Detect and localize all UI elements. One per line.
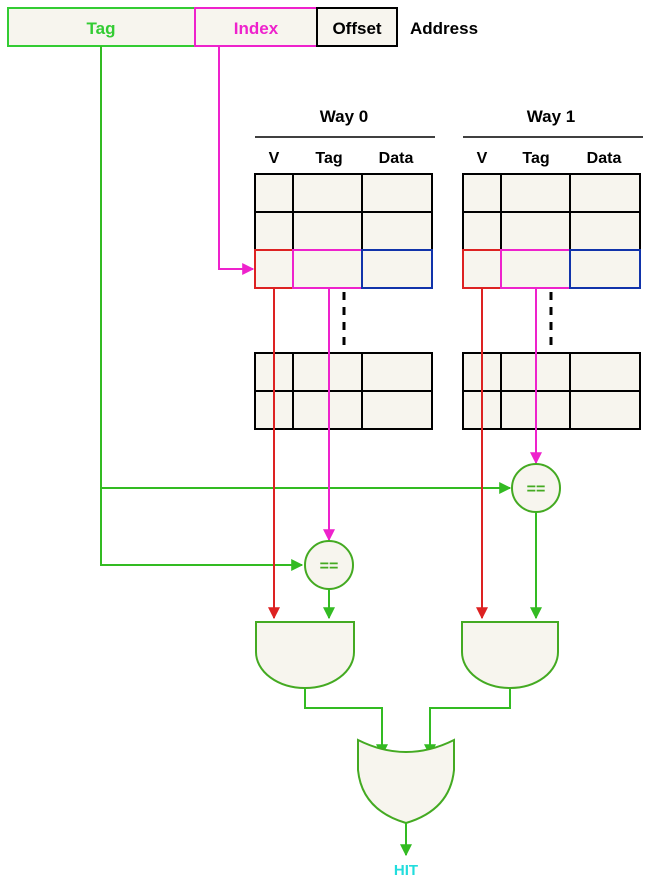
address-tag-field — [7, 7, 196, 47]
way-1-selected-data — [569, 249, 641, 289]
way-0-top-block — [254, 173, 433, 289]
way-1-comparator: == — [511, 463, 561, 513]
way-1-top-block — [462, 173, 641, 289]
address-label: Address — [410, 19, 478, 38]
hit-or-gate — [357, 738, 455, 825]
way-1-title: Way 1 — [527, 107, 576, 126]
way-1-header: Way 1 V Tag Data — [463, 107, 643, 167]
address-index-field — [194, 7, 318, 47]
way-0-bottom-block — [254, 352, 433, 430]
way-0-comparator: == — [304, 540, 354, 590]
way-0-col-tag: Tag — [315, 150, 342, 167]
way-1-selected-valid — [462, 249, 502, 289]
index-wire — [218, 46, 255, 275]
hit-label: HIT — [394, 862, 418, 879]
address-tag-label: Tag — [87, 19, 116, 38]
address-offset-label: Offset — [332, 19, 381, 38]
way-0-selected-valid — [254, 249, 294, 289]
way-0-and-output-wire — [304, 688, 388, 757]
tag-wire-main — [100, 46, 304, 571]
way-0-selected-tag — [292, 249, 363, 289]
way-1-selected-tag — [500, 249, 571, 289]
way-0-and-gate — [255, 621, 355, 689]
way-1-col-tag: Tag — [522, 150, 549, 167]
address-offset-field — [316, 7, 398, 47]
address-index-label: Index — [234, 19, 279, 38]
way-1-col-data: Data — [587, 150, 622, 167]
way-0-col-data: Data — [379, 150, 414, 167]
way-0-title: Way 0 — [320, 107, 369, 126]
way-0-comparator-label: == — [320, 558, 339, 575]
address-register: Tag Index Offset Address — [7, 7, 478, 47]
way-1-comparator-label: == — [527, 481, 546, 498]
way-1-and-gate — [461, 621, 559, 689]
way-0-selected-data — [361, 249, 433, 289]
way-1-col-v: V — [477, 150, 488, 167]
way-0-col-v: V — [269, 150, 280, 167]
way-0-header: Way 0 V Tag Data — [255, 107, 435, 167]
way-1-bottom-block — [462, 352, 641, 430]
way-1-and-output-wire — [424, 688, 511, 757]
